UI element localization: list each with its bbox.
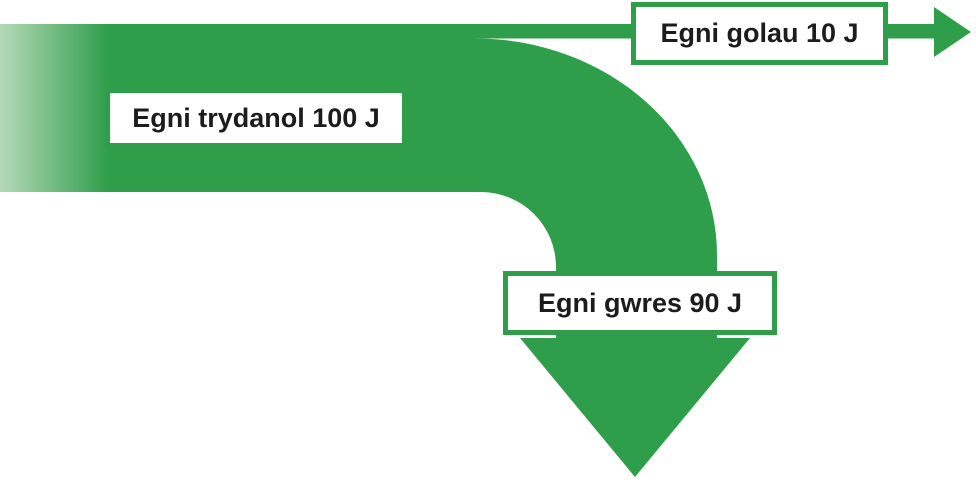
arrow-right-icon <box>934 7 971 57</box>
light-energy-text: Egni golau 10 J <box>660 18 859 48</box>
arrow-down-icon <box>520 338 750 477</box>
heat-energy-label: Egni gwres 90 J <box>503 271 777 335</box>
energy-flow-ribbon <box>0 24 936 340</box>
heat-energy-text: Egni gwres 90 J <box>537 287 743 318</box>
light-energy-label: Egni golau 10 J <box>631 2 888 65</box>
input-energy-text: Egni trydanol 100 J <box>132 102 380 133</box>
input-energy-label: Egni trydanol 100 J <box>105 88 407 148</box>
